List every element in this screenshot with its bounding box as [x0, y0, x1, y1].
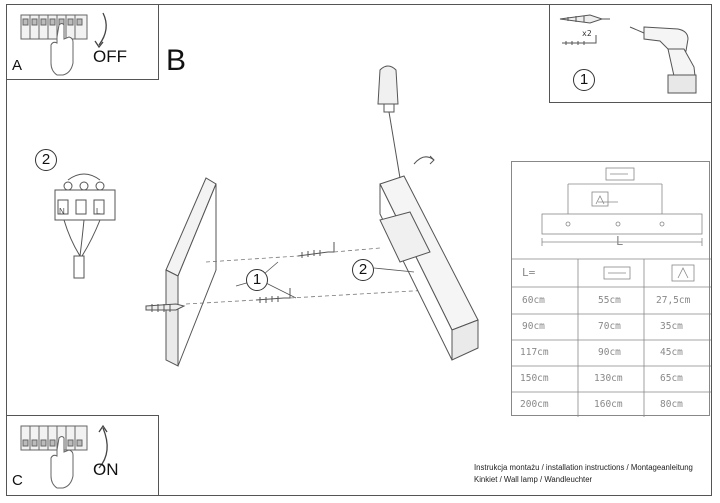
panel-c-switch-on: C ON	[6, 415, 159, 496]
hardware-box: x2 1	[549, 4, 712, 103]
section-b-letter: B	[166, 44, 187, 77]
quantity-label: x2	[582, 29, 592, 38]
plug-icon	[595, 195, 689, 279]
table-cell: 27,5cm	[656, 295, 691, 306]
step-1-circle: 1	[573, 69, 595, 91]
table-cell: 35cm	[660, 321, 683, 332]
dimension-diagram	[512, 167, 711, 417]
hardware-illustration	[559, 14, 697, 94]
screw-upper	[297, 242, 335, 258]
hand-icon	[50, 23, 74, 76]
curved-arrow-down-icon	[94, 12, 107, 49]
lamp-step-2-circle: 2	[352, 259, 374, 281]
footer-product: Kinkiet / Wall lamp / Wandleuchter	[474, 475, 593, 484]
panel-a-switch-off: A OFF	[6, 4, 159, 80]
table-cell: 117cm	[520, 347, 549, 358]
lamp-body	[379, 175, 479, 361]
screw-lower	[255, 288, 291, 303]
table-cell: 55cm	[598, 295, 621, 306]
table-cell: 65cm	[660, 373, 683, 384]
panel-c-illustration	[20, 424, 108, 489]
callout-lines	[235, 261, 415, 299]
dimension-table: L L= 60cm 55cm 27,5cm 90cm 70cm 35cm 117…	[511, 161, 711, 417]
table-cell: 60cm	[522, 295, 545, 306]
mounting-plate	[165, 177, 217, 367]
table-cell: 150cm	[520, 373, 549, 384]
panel-c-letter: C	[12, 472, 23, 489]
breaker-icon	[20, 425, 88, 451]
table-cell: 90cm	[598, 347, 621, 358]
table-header-l: L=	[522, 266, 536, 279]
dashed-guide-lines	[185, 247, 431, 305]
table-cell: 70cm	[598, 321, 621, 332]
hook-screw-icon	[562, 35, 597, 45]
curved-arrow-up-icon	[98, 424, 108, 469]
connector-label-l: L	[96, 207, 101, 216]
wiring-connector-icon	[54, 173, 116, 279]
table-cell: 160cm	[594, 399, 623, 410]
panel-a-letter: A	[12, 57, 23, 74]
hand-icon	[50, 436, 74, 489]
wall-plug-left	[145, 303, 186, 312]
page-frame	[6, 4, 712, 496]
table-cell: 80cm	[660, 399, 683, 410]
screws-step-1-circle: 1	[246, 269, 268, 291]
drill-icon	[629, 26, 697, 94]
hook-screw-icon	[608, 173, 628, 274]
wall-plug-icon	[559, 14, 610, 24]
table-cell: 45cm	[660, 347, 683, 358]
table-cell: 200cm	[520, 399, 549, 410]
panel-c-on-label: ON	[93, 460, 119, 479]
dimension-l-label: L	[616, 234, 624, 248]
wiring-step-2-circle: 2	[35, 149, 57, 171]
table-cell: 90cm	[522, 321, 545, 332]
connector-label-n: N	[59, 207, 65, 216]
screwdriver-icon	[377, 65, 435, 179]
table-cell: 130cm	[594, 373, 623, 384]
panel-a-off-label: OFF	[93, 47, 127, 66]
footer-instructions: Instrukcja montażu / installation instru…	[474, 463, 693, 472]
panel-a-illustration	[20, 12, 107, 76]
